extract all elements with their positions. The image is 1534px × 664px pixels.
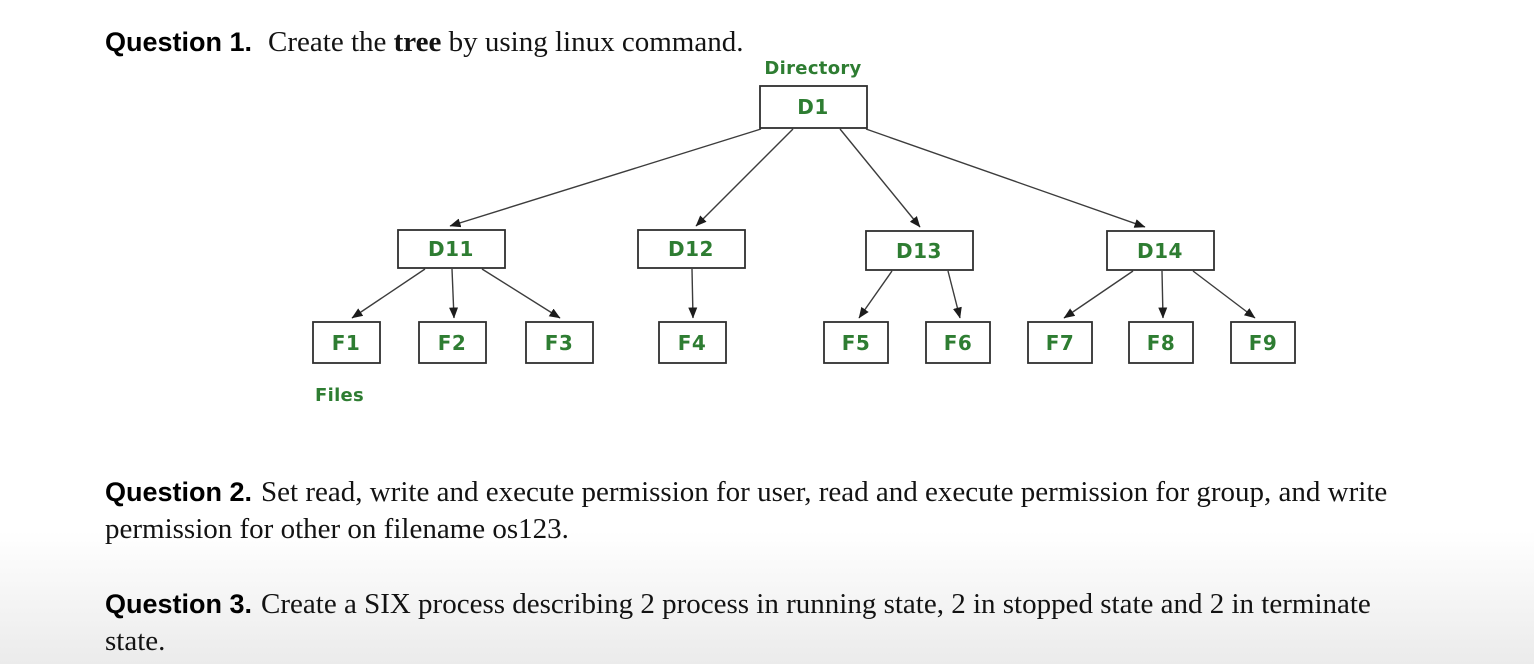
tree-caption-files: Files bbox=[315, 385, 364, 406]
tree-node-f5: F5 bbox=[823, 321, 889, 364]
tree-node-f9-box bbox=[1230, 321, 1296, 364]
tree-node-d11: D11 bbox=[397, 229, 506, 269]
question-1-line: Question 1. Create the tree by using linu… bbox=[105, 24, 743, 61]
edge-d11-f2 bbox=[449, 268, 459, 319]
tree-node-f2: F2 bbox=[418, 321, 487, 364]
tree-node-d11-label: D11 bbox=[428, 237, 474, 261]
tree-node-f9-label: F9 bbox=[1249, 331, 1278, 355]
tree-node-f1-label: F1 bbox=[332, 331, 361, 355]
tree-node-f6-label: F6 bbox=[944, 331, 973, 355]
tree-node-f2-label: F2 bbox=[438, 331, 467, 355]
tree-node-f6: F6 bbox=[925, 321, 991, 364]
question-3: Question 3. Create a SIX process describi… bbox=[105, 586, 1371, 660]
tree-node-f4-label: F4 bbox=[678, 331, 707, 355]
tree-node-f8: F8 bbox=[1128, 321, 1194, 364]
edge-d1-d14 bbox=[865, 128, 1146, 228]
tree-node-d13: D13 bbox=[865, 230, 974, 271]
edge-d14-f7 bbox=[1063, 270, 1134, 319]
tree-caption-directory: Directory bbox=[764, 58, 861, 79]
question-2: Question 2. Set read, write and execute p… bbox=[105, 474, 1387, 548]
tree-node-f8-box bbox=[1128, 321, 1194, 364]
question-1-text-post: by using linux command. bbox=[441, 26, 744, 58]
tree-node-d12-box bbox=[637, 229, 746, 269]
question-3-line-1: Question 3. Create a SIX process describi… bbox=[105, 586, 1371, 623]
tree-edges-level2 bbox=[351, 268, 1256, 319]
question-3-text-line-1: Create a SIX process describing 2 proces… bbox=[261, 588, 1371, 620]
tree-node-f7-label: F7 bbox=[1046, 331, 1075, 355]
question-3-line-2: state. bbox=[105, 625, 166, 657]
edge-d11-f1 bbox=[351, 268, 426, 319]
directory-tree-diagram: Directory Files D1 D11 D12 D13 D1 bbox=[312, 58, 1296, 406]
edge-d13-f5 bbox=[858, 270, 893, 319]
tree-node-f6-box bbox=[925, 321, 991, 364]
tree-node-f5-label: F5 bbox=[842, 331, 871, 355]
tree-node-f5-box bbox=[823, 321, 889, 364]
tree-node-f8-label: F8 bbox=[1147, 331, 1176, 355]
edge-d14-f9 bbox=[1192, 270, 1256, 319]
tree-node-f2-box bbox=[418, 321, 487, 364]
tree-node-f7-box bbox=[1027, 321, 1093, 364]
tree-node-f1: F1 bbox=[312, 321, 381, 364]
tree-edges-level1 bbox=[449, 128, 1146, 228]
tree-node-f4: F4 bbox=[658, 321, 727, 364]
edge-d1-d13 bbox=[839, 128, 921, 228]
tree-node-d14: D14 bbox=[1106, 230, 1215, 271]
tree-node-d13-box bbox=[865, 230, 974, 271]
tree-node-f7: F7 bbox=[1027, 321, 1093, 364]
tree-node-f4-box bbox=[658, 321, 727, 364]
question-1-label: Question 1. bbox=[105, 27, 253, 57]
tree-node-f3-box bbox=[525, 321, 594, 364]
tree-node-d12-label: D12 bbox=[668, 237, 714, 261]
tree-node-d11-box bbox=[397, 229, 506, 269]
tree-node-d1-box bbox=[759, 85, 868, 129]
question-2-line-1: Question 2. Set read, write and execute p… bbox=[105, 474, 1387, 511]
question-2-text-line-1: Set read, write and execute permission f… bbox=[261, 476, 1388, 508]
tree-node-f9: F9 bbox=[1230, 321, 1296, 364]
tree-node-f3: F3 bbox=[525, 321, 594, 364]
edge-d1-d12 bbox=[695, 128, 794, 227]
tree-node-d14-label: D14 bbox=[1137, 239, 1183, 263]
question-1: Question 1. Create the tree by using linu… bbox=[105, 24, 743, 61]
edge-d11-f3 bbox=[481, 268, 561, 319]
tree-node-d1-label: D1 bbox=[797, 95, 829, 119]
question-1-bold-word: tree bbox=[393, 26, 442, 58]
tree-node-f1-box bbox=[312, 321, 381, 364]
edge-d14-f8 bbox=[1158, 270, 1168, 319]
edge-d12-f4 bbox=[688, 268, 698, 319]
tree-node-d14-box bbox=[1106, 230, 1215, 271]
question-1-text-pre: Create the bbox=[268, 26, 394, 58]
edge-d1-d11 bbox=[449, 128, 762, 228]
tree-node-d1: D1 bbox=[759, 85, 868, 129]
edge-d13-f6 bbox=[947, 270, 962, 319]
tree-node-f3-label: F3 bbox=[545, 331, 574, 355]
question-2-label: Question 2. bbox=[105, 477, 253, 507]
tree-node-d12: D12 bbox=[637, 229, 746, 269]
tree-node-d13-label: D13 bbox=[896, 239, 942, 263]
question-3-label: Question 3. bbox=[105, 589, 253, 619]
question-2-line-2: permission for other on filename os123. bbox=[105, 513, 569, 545]
